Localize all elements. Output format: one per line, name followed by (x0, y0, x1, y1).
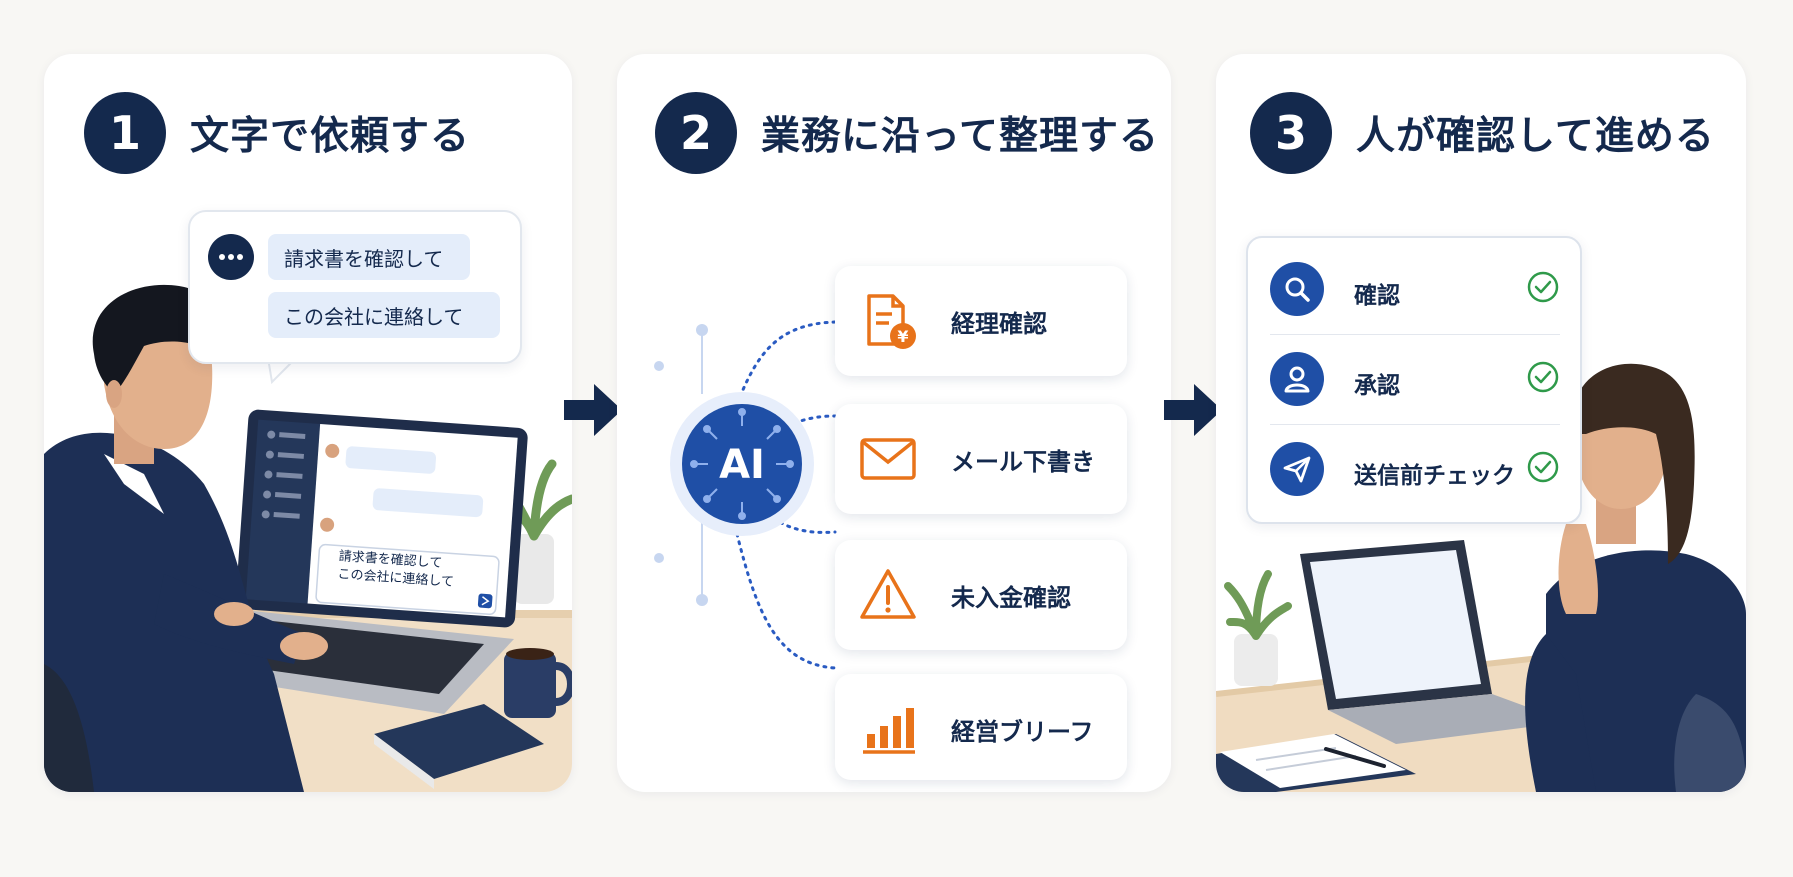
user-icon (1270, 352, 1324, 406)
step-header-3: 3 人が確認して進める (1250, 92, 1715, 174)
step-header-1: 1 文字で依頼する (84, 92, 470, 174)
bar-chart-icon (863, 708, 915, 754)
step-number-1: 1 (84, 92, 166, 174)
flow-arrow-1 (564, 384, 622, 436)
step-title-3: 人が確認して進める (1356, 114, 1715, 159)
step-panel-2: 2 業務に沿って整理する AI (617, 54, 1171, 792)
check-label-approval: 承認 (1354, 373, 1400, 399)
search-icon (1270, 262, 1324, 316)
step-number-2: 2 (655, 92, 737, 174)
check-row-review: 確認 (1270, 248, 1560, 328)
step-panel-1: 1 文字で依頼する (44, 54, 572, 792)
check-circle-icon (1527, 271, 1559, 303)
ai-hub-label: AI (719, 442, 765, 488)
request-bubble: 請求書を確認して この会社に連絡して (188, 210, 522, 364)
chat-dots-icon (208, 234, 254, 280)
check-divider (1270, 334, 1560, 335)
svg-text:¥: ¥ (897, 327, 908, 346)
check-row-approval: 承認 (1270, 338, 1560, 418)
task-card-email-draft: メール下書き (835, 404, 1127, 514)
man-at-laptop-illustration (44, 284, 572, 792)
step-title-1: 文字で依頼する (190, 114, 471, 159)
check-label-review: 確認 (1354, 283, 1400, 309)
task-label-unpaid-check: 未入金確認 (951, 584, 1071, 612)
step-title-2: 業務に沿って整理する (761, 114, 1160, 159)
step-number-3: 3 (1250, 92, 1332, 174)
check-label-presend: 送信前チェック (1354, 463, 1515, 489)
ai-connector-lines (654, 320, 837, 670)
warning-icon (860, 569, 916, 619)
request-message-2: この会社に連絡して (268, 292, 500, 338)
request-message-1: 請求書を確認して (268, 234, 470, 280)
check-circle-icon (1527, 361, 1559, 393)
check-row-presend: 送信前チェック (1270, 428, 1560, 508)
task-label-executive-brief: 経営ブリーフ (951, 718, 1094, 746)
woman-reviewing-illustration (1216, 363, 1746, 792)
step-header-2: 2 業務に沿って整理する (655, 92, 1159, 174)
task-card-unpaid-check: 未入金確認 (835, 540, 1127, 650)
task-card-executive-brief: 経営ブリーフ (835, 674, 1127, 780)
send-icon (1270, 442, 1324, 496)
invoice-yen-icon: ¥ (867, 294, 916, 349)
task-label-email-draft: メール下書き (951, 448, 1095, 476)
task-card-accounting: ¥ 経理確認 (835, 266, 1127, 376)
approval-checklist: 確認 承認 送信前チェック (1246, 236, 1582, 524)
check-divider (1270, 424, 1560, 425)
envelope-icon (860, 438, 916, 480)
check-circle-icon (1527, 451, 1559, 483)
step-panel-3: 3 人が確認して進める (1216, 54, 1746, 792)
flow-arrow-2 (1164, 384, 1222, 436)
task-label-accounting: 経理確認 (951, 310, 1047, 338)
